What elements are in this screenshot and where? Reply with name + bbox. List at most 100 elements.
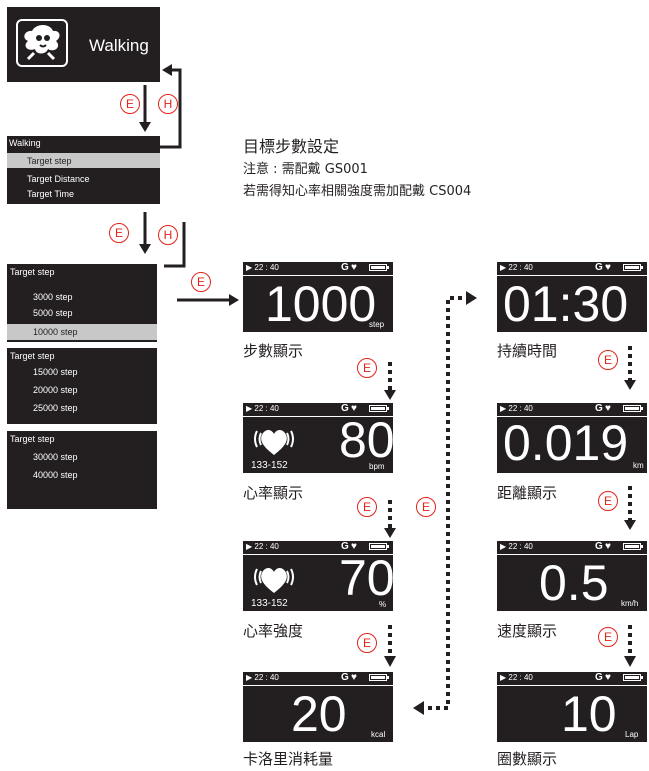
speed-value: 0.5 [539,555,609,611]
status-time: ▶ 22 : 40 [246,673,279,682]
walking-menu: Walking Target step Target Distance Targ… [7,136,160,204]
target-step-title: Target step [10,267,55,277]
battery-icon [369,543,389,550]
battery-icon [369,405,389,412]
gps-indicator: G [595,262,603,273]
beating-heart-icon [254,568,294,593]
option-10000-step[interactable]: 10000 step [7,324,157,340]
heart-icon: ♥ [605,541,611,552]
target-step-menu-page3: Target step 30000 step 40000 step [7,431,157,509]
option-20000-step[interactable]: 20000 step [7,384,157,397]
menu-item-label: Target Distance [27,174,90,184]
option-label: 5000 step [33,308,73,318]
option-label: 40000 step [33,470,78,480]
option-label: 30000 step [33,452,78,462]
target-step-menu-page2: Target step 15000 step 20000 step 25000 … [7,348,157,424]
status-time: ▶ 22 : 40 [246,542,279,551]
menu-item-target-step[interactable]: Target step [7,153,160,168]
heart-rate-value: 80 [339,412,395,468]
heart-icon: ♥ [351,403,357,414]
status-time: ▶ 22 : 40 [500,542,533,551]
battery-icon [369,674,389,681]
menu-item-label: Target step [27,156,72,166]
calories-value: 20 [291,686,347,742]
enter-button-icon: E [191,272,211,292]
gps-indicator: G [595,541,603,552]
option-label: 15000 step [33,367,78,377]
status-time: ▶ 22 : 40 [246,404,279,413]
option-5000-step[interactable]: 5000 step [7,307,157,320]
distance-unit: km [633,461,644,470]
gps-indicator: G [341,541,349,552]
battery-icon [623,264,643,271]
steps-caption: 步數顯示 [243,342,304,360]
intensity-range: 133-152 [251,598,288,609]
battery-icon [369,264,389,271]
heart-rate-caption: 心率顯示 [243,484,304,502]
laps-unit: Lap [625,730,639,739]
enter-button-icon: E [357,633,377,653]
option-label: 10000 step [33,327,78,337]
heart-icon: ♥ [605,403,611,414]
gps-indicator: G [595,672,603,683]
intensity-unit: % [379,600,387,609]
target-step-menu-page1: Target step 3000 step 5000 step 10000 st… [7,264,157,342]
option-3000-step[interactable]: 3000 step [7,291,157,304]
laps-caption: 圈數顯示 [497,750,558,768]
menu-item-target-distance[interactable]: Target Distance [7,173,160,186]
enter-button-icon: E [598,491,618,511]
walking-menu-title: Walking [9,138,41,148]
nav-arrows-2 [139,212,151,254]
option-label: 3000 step [33,292,73,302]
option-label: 20000 step [33,385,78,395]
battery-icon [623,543,643,550]
battery-icon [623,405,643,412]
walker-mascot-icon [16,19,68,67]
speed-caption: 速度顯示 [497,622,558,640]
option-40000-step[interactable]: 40000 step [7,469,157,482]
gps-indicator: G [341,262,349,273]
flow-arrow-right [177,294,239,306]
status-time: ▶ 22 : 40 [500,673,533,682]
menu-item-target-time[interactable]: Target Time [7,188,160,201]
heart-icon: ♥ [351,262,357,273]
distance-caption: 距離顯示 [497,484,558,502]
home-button-icon: H [158,94,178,114]
steps-unit: step [369,320,385,329]
option-30000-step[interactable]: 30000 step [7,451,157,464]
option-15000-step[interactable]: 15000 step [7,366,157,379]
heart-icon: ♥ [351,541,357,552]
enter-button-icon: E [357,358,377,378]
enter-button-icon: E [598,627,618,647]
target-step-title: Target step [10,351,55,361]
calories-unit: kcal [371,730,386,739]
notes-line2: 若需得知心率相關強度需加配戴 CS004 [243,184,472,199]
gps-indicator: G [341,403,349,414]
notes-heading: 目標步數設定 [243,137,340,156]
walking-screen: Walking [7,7,160,82]
option-25000-step[interactable]: 25000 step [7,402,157,415]
target-step-title: Target step [10,434,55,444]
status-time: ▶ 22 : 40 [246,263,279,272]
beating-heart-icon [254,430,294,455]
enter-button-icon: E [357,497,377,517]
intensity-caption: 心率強度 [243,622,304,640]
nav-arrows-1 [139,64,182,149]
enter-button-icon: E [598,350,618,370]
walking-screen-title: Walking [89,36,149,55]
heart-rate-unit: bpm [369,462,385,471]
duration-value: 01:30 [503,276,629,332]
home-button-icon: H [158,225,178,245]
menu-item-label: Target Time [27,189,75,199]
duration-caption: 持續時間 [497,342,558,360]
gps-indicator: G [341,672,349,683]
enter-button-icon: E [120,94,140,114]
laps-value: 10 [561,686,617,742]
back-arrow [164,222,186,268]
heart-icon: ♥ [605,672,611,683]
